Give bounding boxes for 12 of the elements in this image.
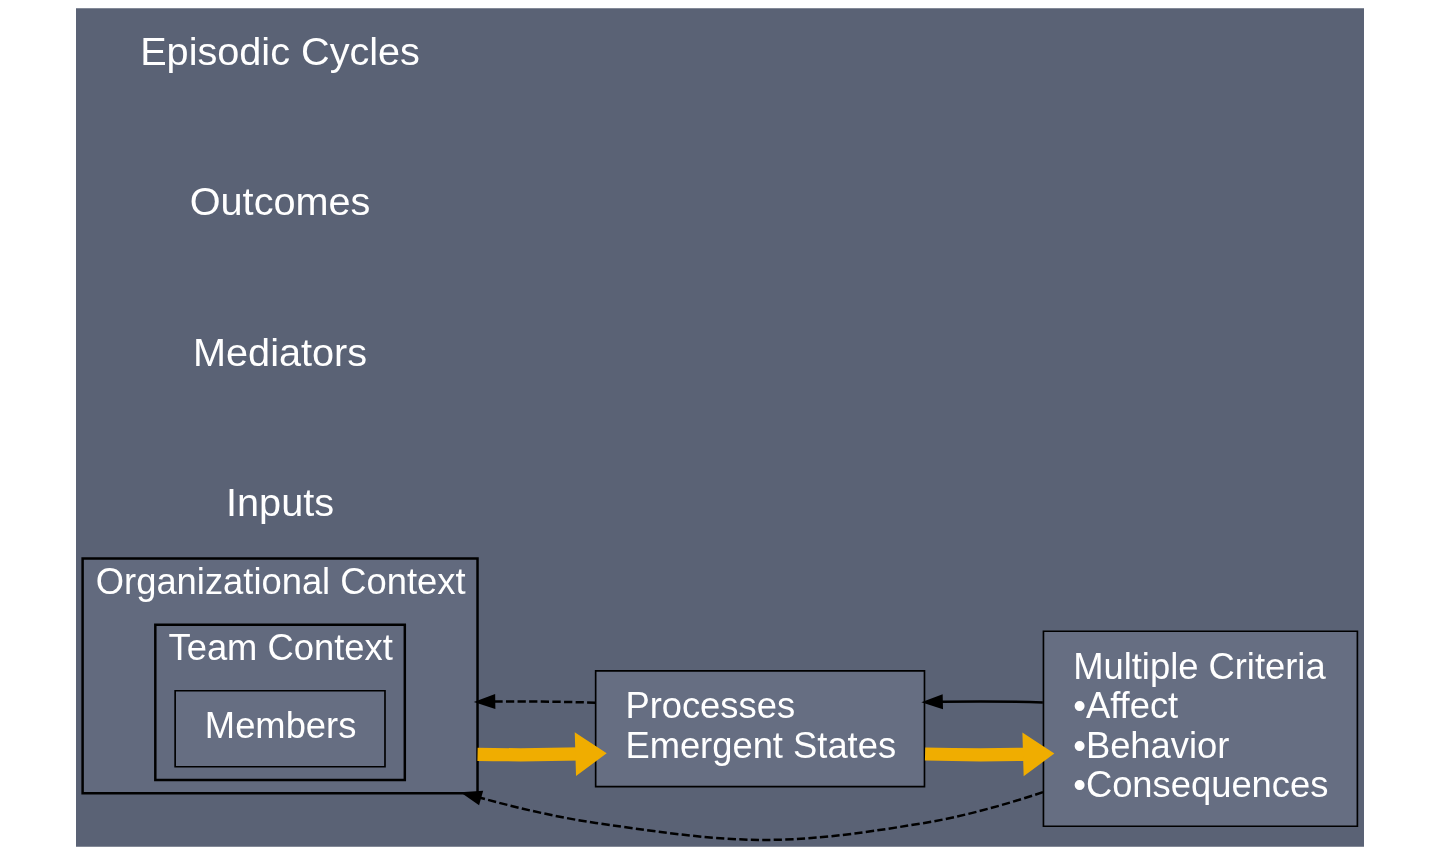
label: Episodic Cycles <box>140 28 420 73</box>
arrow <box>477 732 607 777</box>
node-box: Multiple Criteria •Affect •Behavior •Consequences <box>1042 630 1359 828</box>
arrow <box>473 694 596 710</box>
node-box: Processes Emergent States <box>594 670 926 788</box>
label: Mediators <box>193 329 368 374</box>
label: Outcomes <box>189 179 371 224</box>
arrow <box>460 790 1044 842</box>
arrow <box>921 694 1043 710</box>
arrow <box>924 732 1055 777</box>
label: Inputs <box>226 479 335 524</box>
node-box: Members <box>174 689 386 768</box>
